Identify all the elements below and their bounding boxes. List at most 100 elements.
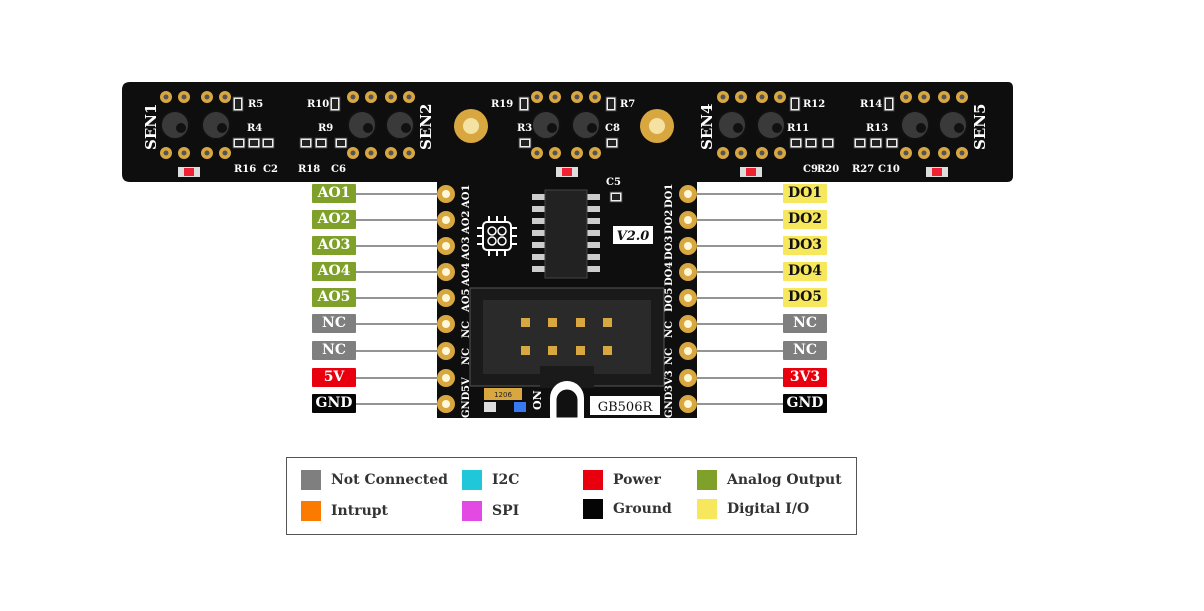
- left-header-pin-4: [437, 263, 455, 281]
- right-silk-label: DO3: [664, 236, 675, 260]
- legend-not-connected: Not Connected: [301, 470, 448, 490]
- sensor-label-sen2: SEN2: [417, 104, 435, 150]
- smd-part-2: [232, 137, 246, 149]
- chip-logo-icon: [477, 216, 517, 256]
- right-pin-label-gnd: GND: [783, 394, 827, 413]
- silk-r9: R9: [318, 123, 333, 134]
- smd-part-21: [885, 137, 899, 149]
- silk-r11: R11: [787, 123, 809, 134]
- right-header-pin-8: [679, 369, 697, 387]
- color-legend: Not Connected Intrupt I2C SPI Power Grou…: [286, 457, 857, 535]
- right-silk-label: DO2: [664, 210, 675, 234]
- silk-r20: R20: [817, 164, 839, 175]
- legend-analog-output: Analog Output: [697, 470, 842, 490]
- smd-part-18: [883, 96, 895, 112]
- right-pin-label-3v3: 3V3: [783, 368, 827, 387]
- right-header-pin-3: [679, 237, 697, 255]
- on-label: ON: [531, 390, 544, 410]
- right-header-pin-9: [679, 395, 697, 413]
- led-resistor: [484, 388, 522, 400]
- connector-pin: [521, 346, 530, 355]
- led-resistor-code: 1206: [494, 391, 512, 399]
- legend-swatch-not-connected: [301, 470, 321, 490]
- silk-c9: C9: [803, 164, 818, 175]
- right-silk-label: DO4: [664, 262, 675, 286]
- smd-part-1: [232, 96, 244, 112]
- smd-part-8: [334, 137, 348, 149]
- connector-pin: [603, 346, 612, 355]
- smd-part-4: [261, 137, 275, 149]
- connector-pin: [576, 346, 585, 355]
- legend-digital-io: Digital I/O: [697, 499, 809, 519]
- model-label: GB506R: [598, 400, 654, 415]
- left-silk-label: NC: [461, 321, 472, 338]
- left-pin-label-nc: NC: [312, 341, 356, 360]
- legend-swatch-i2c: [462, 470, 482, 490]
- smd-part-9: [518, 96, 530, 112]
- status-led-4: [926, 167, 948, 177]
- ir-sensor-4: [385, 91, 415, 159]
- right-pin-label-do5: DO5: [783, 288, 827, 307]
- ir-sensor-2: [201, 91, 231, 159]
- left-header-pin-3: [437, 237, 455, 255]
- sensor-label-sen4: SEN4: [698, 104, 716, 150]
- version-badge: [613, 226, 653, 244]
- left-silk-label: NC: [461, 348, 472, 365]
- left-silk-label: GND: [461, 391, 472, 418]
- smd-part-10: [518, 137, 532, 149]
- ir-sensor-8: [756, 91, 786, 159]
- silk-r12: R12: [803, 99, 825, 110]
- ir-sensor-7: [717, 91, 747, 159]
- sensor-label-sen5: SEN5: [971, 104, 989, 150]
- left-header-pin-1: [437, 185, 455, 203]
- right-pin-label-do4: DO4: [783, 262, 827, 281]
- left-silk-label: AO5: [461, 289, 472, 313]
- ir-sensor-9: [900, 91, 930, 159]
- silk-r5: R5: [248, 99, 263, 110]
- silk-c6: C6: [331, 164, 346, 175]
- legend-power: Power: [583, 470, 661, 490]
- right-header-pin-5: [679, 289, 697, 307]
- legend-interrupt: Intrupt: [301, 501, 388, 521]
- ir-sensor-6: [571, 91, 601, 159]
- legend-swatch-analog-output: [697, 470, 717, 490]
- connector-pin: [521, 318, 530, 327]
- right-silk-label: 3V3: [664, 370, 675, 392]
- right-header-pin-1: [679, 185, 697, 203]
- right-header-pin-7: [679, 342, 697, 360]
- smd-part-3: [247, 137, 261, 149]
- silk-c5: C5: [606, 177, 621, 188]
- left-pin-label-ao5: AO5: [312, 288, 356, 307]
- version-label: V2.0: [617, 229, 650, 244]
- connector-pin: [548, 346, 557, 355]
- smd-part-5: [329, 96, 341, 112]
- left-silk-label: AO4: [461, 263, 472, 287]
- status-led-2: [556, 167, 578, 177]
- right-silk-label: NC: [664, 348, 675, 365]
- legend-swatch-interrupt: [301, 501, 321, 521]
- left-pin-label-ao2: AO2: [312, 210, 356, 229]
- right-silk-label: DO5: [664, 288, 675, 312]
- status-led-1: [178, 167, 200, 177]
- legend-swatch-ground: [583, 499, 603, 519]
- sensor-label-sen1: SEN1: [142, 104, 160, 150]
- silk-r10: R10: [307, 99, 329, 110]
- model-badge: [590, 396, 660, 415]
- right-pin-label-do1: DO1: [783, 184, 827, 203]
- silk-r4: R4: [247, 123, 262, 134]
- silk-r13: R13: [866, 123, 888, 134]
- right-silk-label: NC: [664, 321, 675, 338]
- left-silk-label: AO2: [461, 211, 472, 235]
- right-pin-label-do3: DO3: [783, 236, 827, 255]
- left-header-pin-2: [437, 211, 455, 229]
- right-header-pin-4: [679, 263, 697, 281]
- smd-part-7: [314, 137, 328, 149]
- smd-part-20: [869, 137, 883, 149]
- right-pin-label-do2: DO2: [783, 210, 827, 229]
- right-header-pin-2: [679, 211, 697, 229]
- right-pin-label-nc: NC: [783, 341, 827, 360]
- legend-spi: SPI: [462, 501, 519, 521]
- right-pin-label-nc: NC: [783, 314, 827, 333]
- left-pin-label-5v: 5V: [312, 368, 356, 387]
- left-pin-label-gnd: GND: [312, 394, 356, 413]
